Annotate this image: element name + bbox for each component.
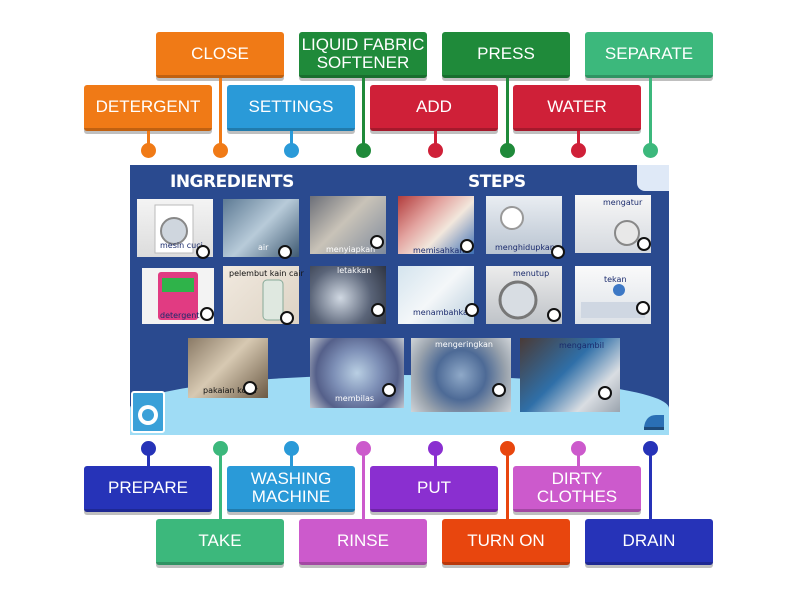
image-drying bbox=[411, 338, 511, 412]
drop-target[interactable] bbox=[547, 308, 561, 322]
softener-bottle-icon bbox=[262, 279, 284, 321]
anchor-dot bbox=[284, 143, 299, 158]
drop-target[interactable] bbox=[465, 303, 479, 317]
label-take[interactable]: TAKE bbox=[156, 519, 284, 565]
caption-mesin-cuci: mesin cuci bbox=[160, 241, 203, 250]
stem bbox=[362, 448, 365, 520]
drop-target[interactable] bbox=[492, 383, 506, 397]
washing-machine-icon bbox=[154, 204, 194, 254]
label-press[interactable]: PRESS bbox=[442, 32, 570, 78]
label-prepare[interactable]: PREPARE bbox=[84, 466, 212, 512]
caption-air: air bbox=[258, 243, 269, 252]
drop-target[interactable] bbox=[382, 383, 396, 397]
caption-memisahkan: memisahkan bbox=[413, 246, 465, 255]
stem bbox=[649, 448, 652, 520]
label-dirty-clothes[interactable]: DIRTY CLOTHES bbox=[513, 466, 641, 512]
iron-icon bbox=[644, 415, 664, 430]
stem bbox=[506, 448, 509, 520]
label-turn-on[interactable]: TURN ON bbox=[442, 519, 570, 565]
caption-pakaian-kotor: pakaian kotor bbox=[203, 386, 258, 395]
label-liquid-fabric-softener[interactable]: LIQUID FABRIC SOFTENER bbox=[299, 32, 427, 78]
ingredients-heading: INGREDIENTS bbox=[170, 172, 294, 192]
image-pressing-button bbox=[575, 266, 651, 324]
image-adding bbox=[398, 266, 474, 324]
stem bbox=[290, 448, 293, 468]
stem bbox=[147, 131, 150, 151]
washing-machine-logo-icon bbox=[131, 391, 165, 433]
image-turning-on bbox=[486, 196, 562, 254]
caption-pelembut-kain-cair: pelembut kain cair bbox=[229, 269, 304, 278]
drop-target[interactable] bbox=[200, 307, 214, 321]
power-button-icon bbox=[500, 206, 524, 230]
label-detergent[interactable]: DETERGENT bbox=[84, 85, 212, 131]
stem bbox=[290, 131, 293, 151]
label-washing-machine[interactable]: WASHING MACHINE bbox=[227, 466, 355, 512]
caption-menghidupkan: menghidupkan bbox=[495, 243, 555, 252]
stem bbox=[434, 131, 437, 151]
stem bbox=[434, 448, 437, 468]
label-add[interactable]: ADD bbox=[370, 85, 498, 131]
stem bbox=[362, 78, 365, 150]
caption-menyiapkan: menyiapkan bbox=[326, 245, 376, 254]
drop-target[interactable] bbox=[280, 311, 294, 325]
label-put[interactable]: PUT bbox=[370, 466, 498, 512]
steps-heading: STEPS bbox=[468, 172, 526, 192]
activity-board: INGREDIENTS STEPS mesin cuci air menyiap… bbox=[130, 165, 669, 435]
label-close[interactable]: CLOSE bbox=[156, 32, 284, 78]
caption-tekan: tekan bbox=[604, 275, 627, 284]
caption-mengeringkan: mengeringkan bbox=[435, 340, 493, 349]
label-settings[interactable]: SETTINGS bbox=[227, 85, 355, 131]
anchor-dot bbox=[500, 143, 515, 158]
anchor-dot bbox=[356, 143, 371, 158]
anchor-dot bbox=[643, 143, 658, 158]
stem bbox=[577, 448, 580, 468]
drop-target[interactable] bbox=[460, 239, 474, 253]
caption-menambahkan: menambahkan bbox=[413, 308, 473, 317]
detergent-package-icon bbox=[158, 272, 198, 320]
drop-target[interactable] bbox=[551, 245, 565, 259]
caption-membilas: membilas bbox=[335, 394, 375, 403]
caption-menutup: menutup bbox=[513, 269, 550, 278]
drop-target[interactable] bbox=[598, 386, 612, 400]
anchor-dot bbox=[428, 143, 443, 158]
caption-mengatur: mengatur bbox=[603, 198, 643, 207]
drop-target[interactable] bbox=[637, 237, 651, 251]
drop-target[interactable] bbox=[243, 381, 257, 395]
drop-target[interactable] bbox=[371, 303, 385, 317]
drop-target[interactable] bbox=[636, 301, 650, 315]
caption-letakkan: letakkan bbox=[337, 266, 372, 275]
label-rinse[interactable]: RINSE bbox=[299, 519, 427, 565]
stem bbox=[219, 78, 222, 150]
label-drain[interactable]: DRAIN bbox=[585, 519, 713, 565]
anchor-dot bbox=[141, 143, 156, 158]
caption-detergent: detergent bbox=[160, 311, 200, 320]
stem bbox=[577, 131, 580, 151]
dial-icon bbox=[614, 220, 640, 246]
stem bbox=[649, 78, 652, 150]
stem bbox=[147, 448, 150, 468]
label-separate[interactable]: SEPARATE bbox=[585, 32, 713, 78]
drop-target[interactable] bbox=[278, 245, 292, 259]
caption-mengambil: mengambil bbox=[559, 341, 605, 350]
image-washing-machine bbox=[137, 199, 213, 257]
anchor-dot bbox=[213, 143, 228, 158]
door-icon bbox=[498, 280, 538, 320]
corner-tab bbox=[637, 165, 669, 191]
label-water[interactable]: WATER bbox=[513, 85, 641, 131]
anchor-dot bbox=[571, 143, 586, 158]
stem bbox=[219, 448, 222, 520]
stem bbox=[506, 78, 509, 150]
drop-target[interactable] bbox=[370, 235, 384, 249]
drop-target[interactable] bbox=[196, 245, 210, 259]
control-panel-icon bbox=[581, 284, 645, 318]
